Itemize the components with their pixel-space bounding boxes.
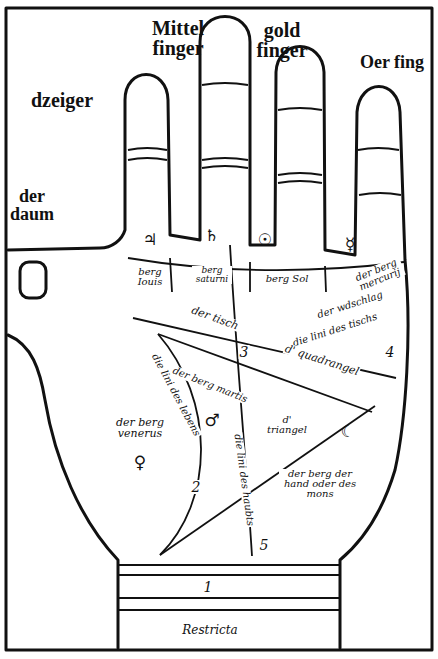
- planet-symbol: ☉: [258, 232, 272, 248]
- part-label: d' triangel: [266, 415, 308, 435]
- part-label: dzeiger: [31, 90, 93, 110]
- part-label: Mittel finger: [143, 18, 213, 58]
- part-label: die lini des tischs: [291, 311, 380, 348]
- part-label: der daum: [5, 187, 60, 223]
- part-label: der berg mercurij: [350, 256, 406, 294]
- part-label: 2: [191, 480, 202, 494]
- planet-symbol: ☾: [341, 424, 355, 440]
- part-label: die lini des haubts: [232, 432, 255, 527]
- part-label: der tisch: [189, 304, 241, 332]
- part-label: gold finger: [246, 20, 318, 60]
- part-label: 5: [259, 538, 270, 552]
- part-label: der berg der hand oder des mons: [279, 469, 361, 499]
- planet-symbol: ♂: [204, 412, 219, 429]
- part-label: d' quadrangel: [283, 343, 362, 378]
- planet-symbol: ☿: [345, 236, 355, 253]
- part-label: berg saturni: [192, 266, 232, 284]
- planet-symbol: ♃: [143, 232, 157, 248]
- part-label: berg Iouis: [131, 267, 169, 287]
- planet-symbol: ♄: [205, 228, 219, 244]
- part-label: 1: [203, 580, 214, 594]
- part-label: berg Sol: [265, 274, 310, 284]
- part-label: der berg venerus: [112, 417, 169, 439]
- part-label: 4: [385, 345, 396, 359]
- part-label: 3: [239, 345, 250, 359]
- part-label: Restricta: [181, 624, 238, 636]
- planet-symbol: ♀: [134, 454, 146, 471]
- part-label: Oer fing: [360, 53, 424, 71]
